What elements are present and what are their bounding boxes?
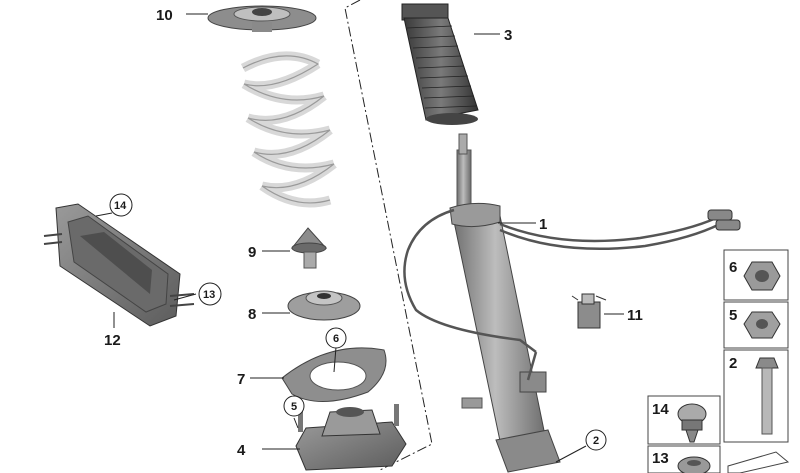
callout-5: 5 [291, 401, 297, 413]
wiring-harness-part [403, 208, 721, 381]
callout-2: 2 [593, 435, 599, 447]
callout-circle-13 [198, 282, 222, 306]
legend-label-13: 13 [652, 450, 669, 467]
callout-13: 13 [203, 289, 215, 301]
callout-circle-2 [585, 429, 607, 451]
callout-4: 4 [237, 442, 246, 459]
support-mount-part [295, 404, 407, 471]
legend-label-5: 5 [729, 307, 737, 324]
coil-spring-part [240, 51, 337, 208]
callout-3: 3 [504, 27, 512, 44]
callout-9: 9 [248, 244, 256, 261]
legend-parts [677, 261, 790, 473]
callout-circle-14 [109, 193, 133, 217]
leader-lines [95, 13, 624, 463]
callout-8: 8 [248, 306, 256, 323]
assembly-boundary-line [344, 0, 433, 471]
callout-7: 7 [237, 371, 245, 388]
gasket-part [281, 347, 387, 402]
bump-stop-part [290, 227, 328, 269]
shock-absorber-part [449, 133, 561, 473]
spring-pad-part [287, 290, 361, 321]
legend-label-2: 2 [729, 355, 737, 372]
clip-part [571, 293, 607, 329]
control-unit-part [43, 203, 195, 327]
callout-circle-6 [325, 327, 347, 349]
callout-6: 6 [333, 333, 339, 345]
callout-10: 10 [156, 7, 173, 24]
callout-14: 14 [114, 200, 127, 212]
callout-12: 12 [104, 332, 121, 349]
dust-boot-part [401, 3, 479, 125]
top-mount-cap-part [207, 5, 317, 32]
callout-11: 11 [627, 307, 643, 324]
legend-label-6: 6 [729, 259, 737, 276]
callout-circle-5 [283, 395, 305, 417]
legend-label-14: 14 [652, 401, 669, 418]
connector-part [707, 209, 741, 231]
callout-1: 1 [539, 216, 547, 233]
